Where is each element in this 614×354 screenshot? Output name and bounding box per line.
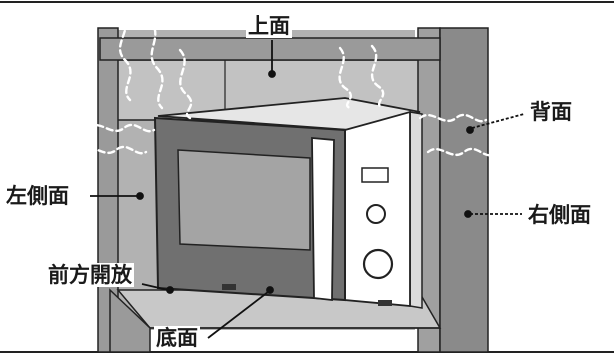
label-left-side: 左側面: [4, 184, 71, 208]
label-bottom: 底面: [154, 326, 200, 350]
cabinet-right-face: [440, 28, 488, 352]
microwave-foot-left: [222, 284, 236, 290]
label-back: 背面: [528, 100, 574, 124]
label-right-side: 右側面: [526, 203, 593, 227]
microwave-window: [178, 150, 310, 250]
microwave-foot-right: [378, 300, 392, 306]
leader-front-dot: [167, 287, 173, 293]
leader-right-dot: [465, 211, 471, 217]
microwave-timer-knob: [367, 205, 385, 223]
microwave-display: [362, 168, 388, 182]
microwave-door-handle: [312, 138, 334, 300]
label-front-open: 前方開放: [46, 263, 134, 287]
microwave-right-side: [410, 112, 422, 308]
leader-top-dot: [269, 71, 275, 77]
label-top: 上面: [246, 14, 292, 38]
leader-back-dot: [467, 127, 473, 133]
upper-shelf: [100, 38, 440, 60]
leader-bottom-dot: [267, 287, 273, 293]
leader-left-dot: [137, 193, 143, 199]
microwave-power-knob: [364, 250, 392, 278]
